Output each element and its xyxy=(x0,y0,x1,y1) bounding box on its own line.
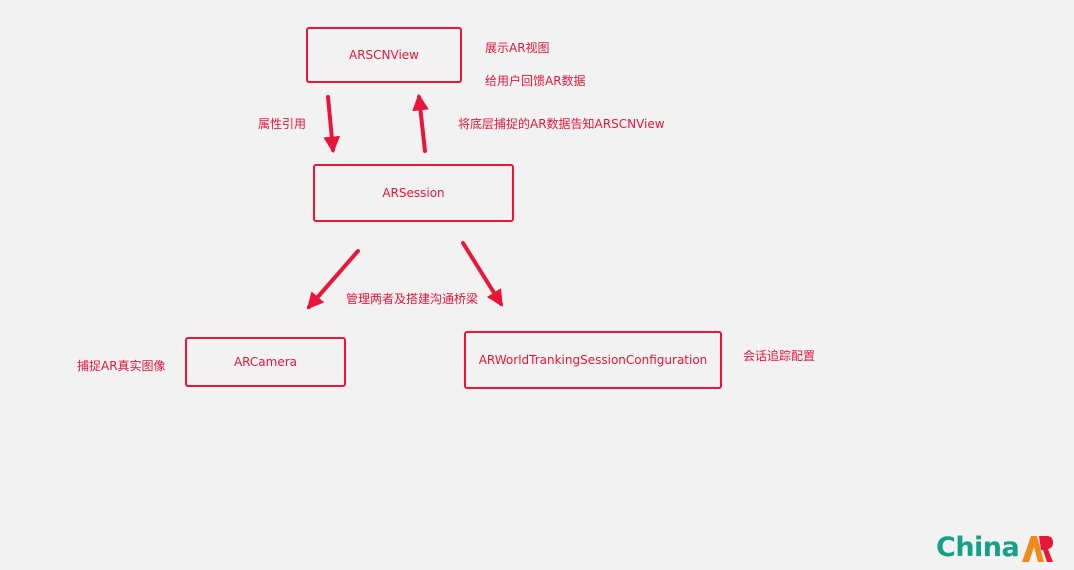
logo-text: China xyxy=(936,532,1020,563)
configuration-label: ARWorldTrankingSessionConfiguration xyxy=(478,353,708,367)
note-manage-bridge: 管理两者及搭建沟通桥梁 xyxy=(346,292,479,306)
configuration-box: ARWorldTrankingSessionConfiguration xyxy=(464,331,722,389)
ar-logo-mark xyxy=(1020,533,1054,563)
note-report-data: 将底层捕捉的AR数据告知ARSCNView xyxy=(458,117,665,131)
arrow-session-to-camera xyxy=(306,249,360,310)
arcamera-box: ARCamera xyxy=(185,337,346,387)
arrow-session-to-view xyxy=(412,93,429,153)
arscnview-box: ARSCNView xyxy=(306,27,462,83)
arscnview-label: ARSCNView xyxy=(349,48,419,62)
arsession-label: ARSession xyxy=(382,186,445,200)
note-session-tracking-config: 会话追踪配置 xyxy=(743,349,816,363)
note-capture-real-image: 捕捉AR真实图像 xyxy=(77,359,166,373)
note-show-ar-view: 展示AR视图 xyxy=(485,41,550,55)
china-ar-logo: China xyxy=(936,532,1054,563)
note-feedback-ar-data: 给用户回馈AR数据 xyxy=(485,74,586,88)
arrow-view-to-session xyxy=(323,95,341,154)
arrow-session-to-configuration xyxy=(461,241,503,307)
arcamera-label: ARCamera xyxy=(233,355,298,369)
arsession-box: ARSession xyxy=(313,164,514,222)
note-property-reference: 属性引用 xyxy=(258,117,307,131)
